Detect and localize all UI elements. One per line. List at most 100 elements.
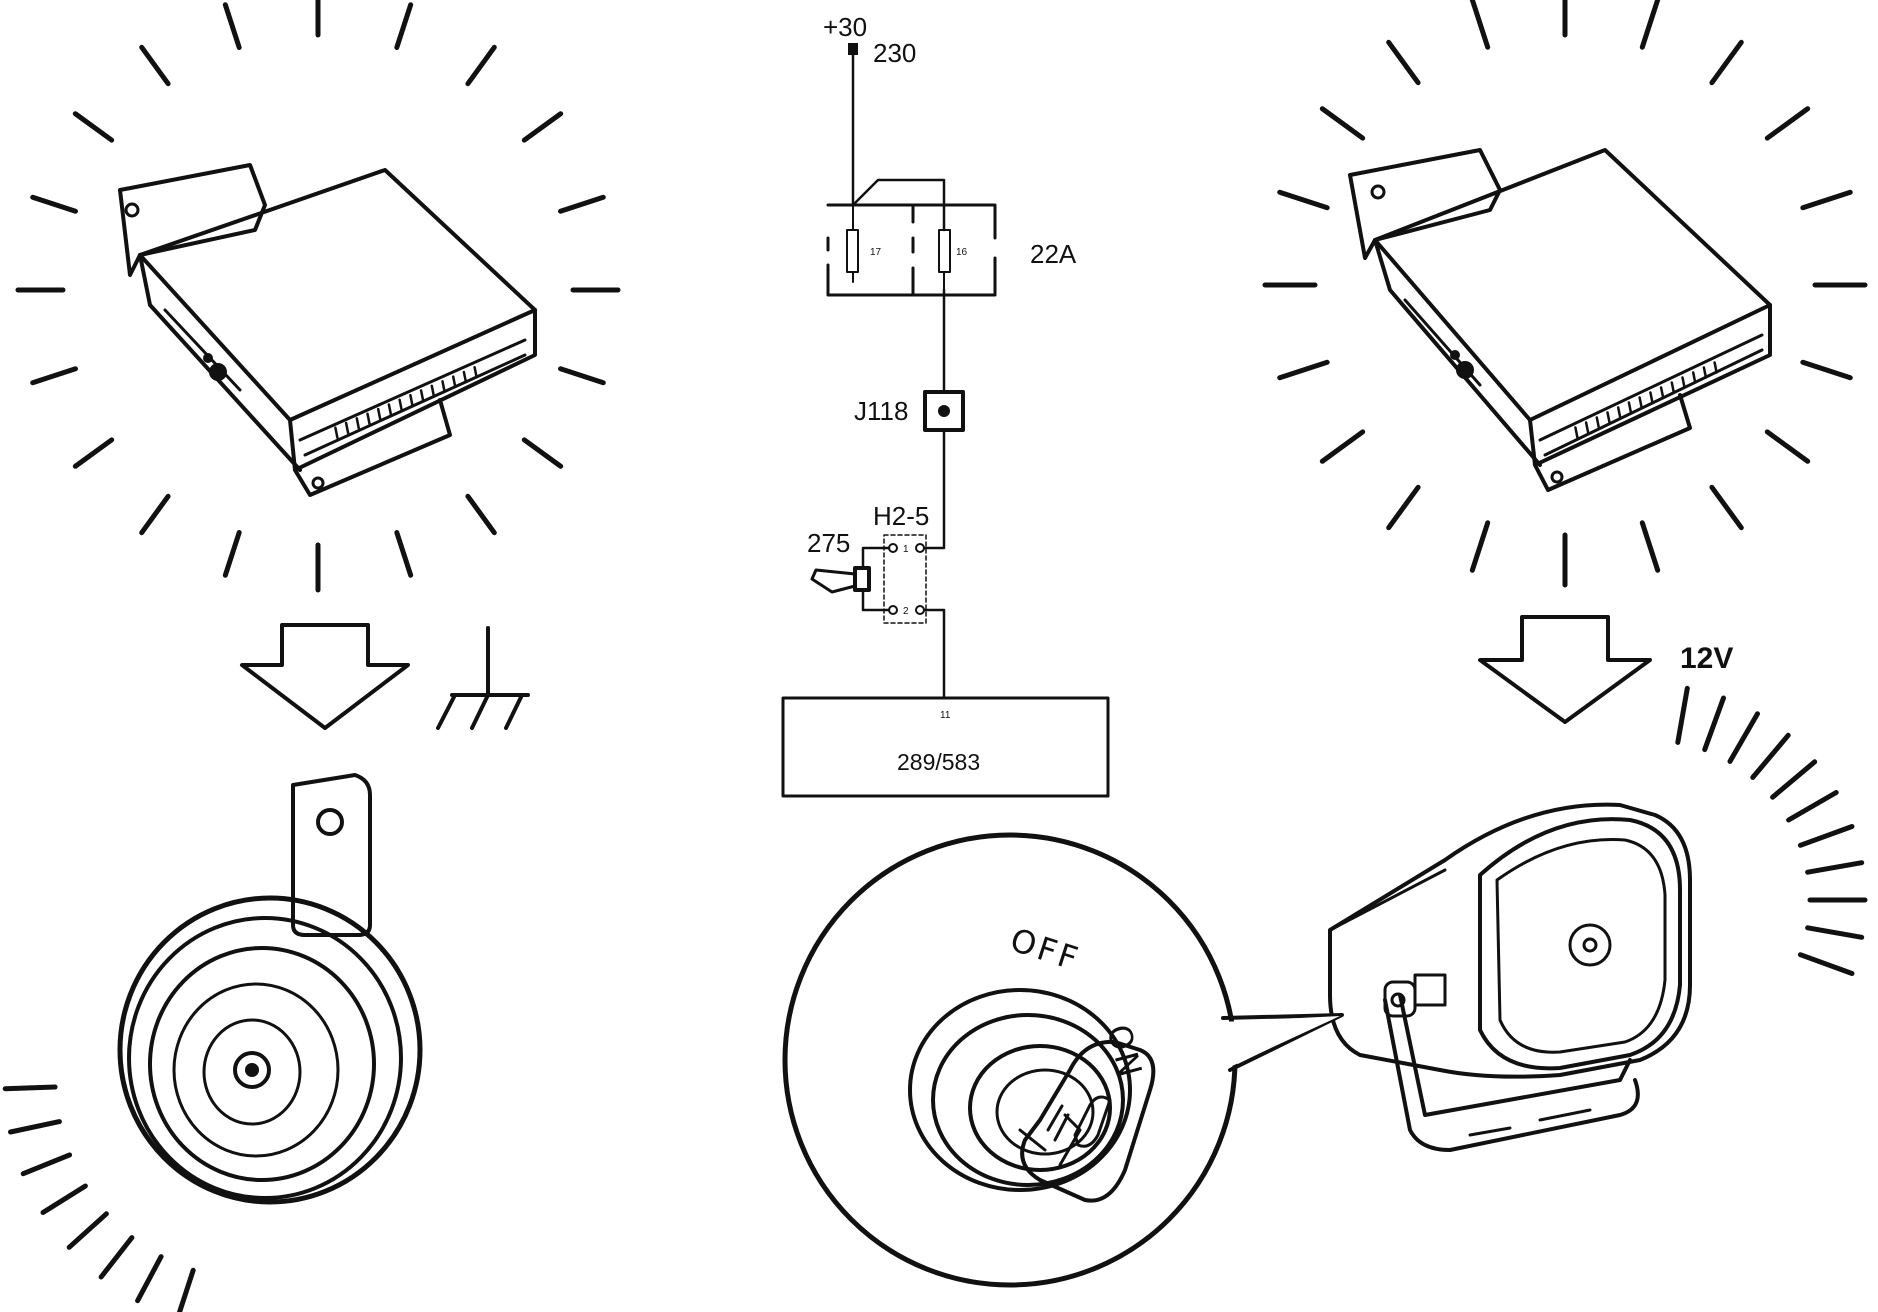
connector-label: J118: [854, 396, 908, 426]
horn-ray: [8, 1119, 62, 1135]
switch-275: 275: [807, 528, 871, 594]
left-ecu-ray: [521, 111, 564, 143]
horn-ray: [98, 1235, 135, 1280]
connector-pin: [387, 403, 393, 416]
siren-ray: [1805, 925, 1865, 940]
ground-symbol-icon: [436, 626, 530, 730]
connector-pin: [1670, 381, 1676, 394]
left-ecu-ray: [72, 437, 115, 469]
left-ecu-ray: [222, 530, 242, 578]
horn-ray: [40, 1183, 88, 1215]
connector-pin: [376, 407, 382, 421]
connector-pin: [344, 421, 350, 435]
left-ecu-ray: [72, 111, 115, 143]
connector-j118: J118: [854, 390, 965, 432]
voltage-label: 12V: [1680, 642, 1733, 675]
horn-ray: [176, 1267, 196, 1312]
siren-ray: [1797, 952, 1855, 976]
siren-ray: [1805, 860, 1865, 875]
connector-pin: [409, 393, 414, 407]
connector-pin: [441, 380, 446, 393]
ecu-label: 289/583: [897, 749, 980, 775]
left-ecu-ray: [222, 2, 242, 50]
ecu-289-583: 11 289/583: [781, 696, 1110, 798]
connector-pin: [1691, 371, 1697, 384]
ignition-off-label: OFF: [1006, 921, 1085, 979]
wiring-schematic: +30 230 17 16 22A J118 H2-5: [781, 12, 1110, 798]
connector-pin: [430, 384, 436, 398]
left-alarm-control-unit-icon: [118, 163, 537, 497]
connector-pin: [1713, 361, 1718, 374]
ignition-switch-detail: OFF ON: [782, 832, 1344, 1288]
left-ecu-ray: [558, 194, 606, 214]
siren-ray: [1786, 790, 1839, 823]
left-ecu-ray: [394, 530, 414, 578]
connector-pin: [1702, 366, 1708, 379]
connector-pin: [1616, 406, 1622, 419]
right-ecu-ray: [1639, 0, 1661, 50]
connector-pin: [1638, 396, 1643, 409]
siren-ray: [1797, 824, 1855, 848]
right-ecu-ray: [1319, 429, 1366, 464]
left-ecu-ray: [30, 366, 78, 386]
left-ecu-ray: [139, 493, 171, 536]
siren-rays: [1675, 685, 1868, 976]
right-ecu-ray: [1764, 106, 1811, 141]
left-ecu-ray: [139, 44, 171, 87]
fusebox-label: 22A: [1030, 239, 1077, 269]
horn-ray: [66, 1211, 109, 1250]
pin-2-label: 2: [903, 606, 909, 617]
switch-label: 275: [807, 528, 850, 558]
siren-ray: [1770, 759, 1818, 800]
right-alarm-control-unit-icon: [1348, 148, 1772, 492]
connector-pin: [462, 370, 468, 384]
switch-connector-label: H2-5: [873, 501, 929, 531]
left-ecu-ray: [30, 194, 78, 214]
connector-pin: [419, 389, 425, 402]
left-ecu-ray: [521, 437, 564, 469]
right-ecu-ray: [1277, 359, 1330, 381]
switch-connector-h2-5: H2-5 1 2: [861, 501, 929, 624]
right-down-arrow-icon: [1478, 615, 1652, 724]
connector-pin: [334, 426, 339, 439]
right-ecu-ray: [1709, 484, 1744, 531]
connector-pin: [1649, 391, 1654, 404]
right-ecu-ray: [1386, 39, 1421, 86]
right-ecu-ray: [1469, 0, 1491, 50]
connector-pin: [1681, 376, 1686, 389]
right-ecu-ray: [1709, 39, 1744, 86]
connector-pin: [1595, 416, 1601, 429]
supply-label: +30: [823, 12, 867, 42]
fuse-17-label: 17: [870, 247, 882, 258]
connector-pin: [451, 375, 457, 388]
connector-pin: [366, 412, 371, 426]
right-ecu-ray: [1469, 520, 1491, 573]
siren-ray: [1702, 695, 1726, 753]
horn-icon: [117, 773, 423, 1205]
connector-pin: [1584, 421, 1590, 434]
left-ecu-ray: [465, 44, 497, 87]
ignition-key-icon: [1018, 1039, 1156, 1203]
right-ecu-rays: [1262, 0, 1868, 588]
left-ecu-ray: [394, 2, 414, 50]
horn-ray: [2, 1084, 58, 1092]
horn-ray: [20, 1152, 73, 1177]
connector-pin: [1574, 426, 1579, 439]
right-ecu-ray: [1764, 429, 1811, 464]
right-ecu-ray: [1277, 189, 1330, 211]
siren-ray: [1750, 732, 1791, 780]
fusebox: 17 16 22A: [826, 178, 1077, 297]
connector-pin: [1659, 386, 1665, 399]
horn-rays: [2, 1084, 196, 1312]
right-ecu-ray: [1639, 520, 1661, 573]
left-ecu-rays: [15, 0, 621, 593]
left-ecu-ray: [558, 366, 606, 386]
siren-ray: [1675, 685, 1690, 745]
supply-terminal: [848, 43, 858, 55]
connector-pin: [473, 366, 478, 379]
ecu-pin-label: 11: [940, 710, 951, 721]
horn-ray: [135, 1254, 164, 1304]
right-ecu-ray: [1800, 189, 1853, 211]
right-ecu-ray: [1319, 106, 1366, 141]
